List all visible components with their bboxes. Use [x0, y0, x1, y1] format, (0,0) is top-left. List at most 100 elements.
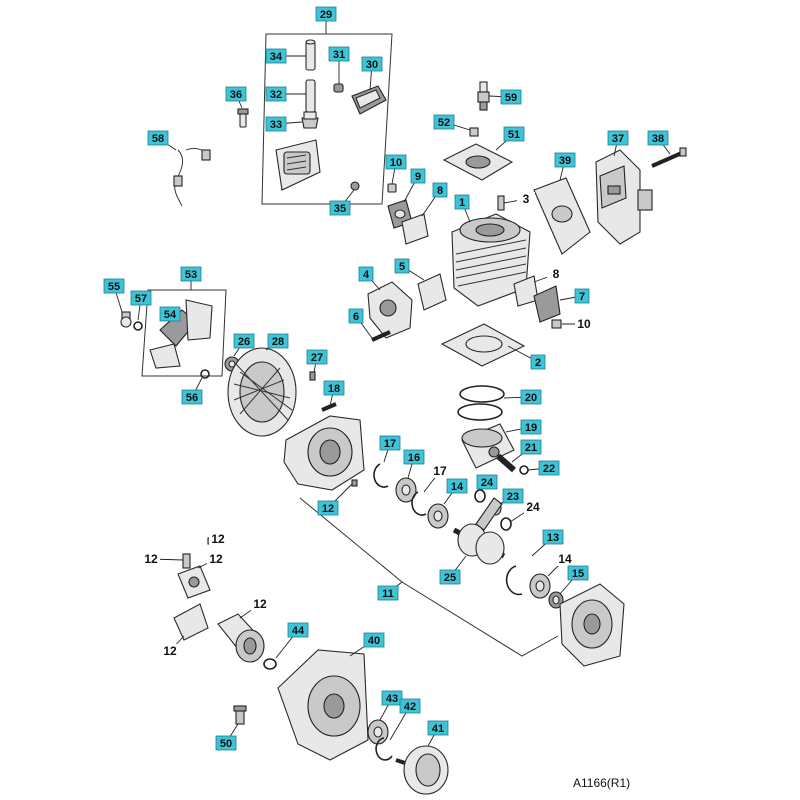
callout-44[interactable]: 44 [275, 622, 309, 659]
callout-4[interactable]: 4 [358, 266, 381, 291]
callout-34[interactable]: 34 [265, 48, 306, 64]
callout-17[interactable]: 17 [379, 435, 401, 463]
callout-32[interactable]: 32 [265, 86, 306, 102]
callout-12[interactable]: 12 [142, 552, 184, 566]
callout-18[interactable]: 18 [323, 380, 345, 407]
screw-part-12-crankcase[interactable] [351, 479, 358, 487]
callout-12[interactable]: 12 [209, 532, 227, 546]
bolt-part-55[interactable] [120, 311, 132, 328]
clutch-drum-part-41[interactable] [395, 745, 449, 795]
callout-30[interactable]: 30 [361, 56, 383, 91]
callout-33[interactable]: 33 [265, 116, 303, 132]
piston-rings-part-20[interactable] [457, 385, 505, 421]
crankshaft-part-25[interactable] [452, 497, 506, 565]
callout-12[interactable]: 12 [317, 483, 353, 516]
callout-41[interactable]: 41 [427, 720, 449, 747]
crankcase-right[interactable] [559, 583, 625, 667]
callout-27[interactable]: 27 [306, 349, 328, 373]
bearing-part-14a[interactable] [427, 503, 449, 529]
key-part-27[interactable] [309, 371, 316, 381]
bearing-part-14b[interactable] [529, 573, 551, 599]
bearing-part-43[interactable] [367, 719, 389, 745]
washer-part-56[interactable] [200, 369, 210, 379]
callout-1[interactable]: 1 [454, 194, 471, 223]
callout-12[interactable]: 12 [161, 635, 185, 658]
callout-51[interactable]: 51 [495, 126, 525, 151]
callout-28[interactable]: 28 [265, 333, 289, 351]
cable-part-58[interactable] [173, 147, 211, 207]
callout-15[interactable]: 15 [559, 565, 589, 595]
gasket-part-51[interactable] [442, 143, 514, 181]
heat-shield-part-39[interactable] [533, 177, 591, 255]
piston-part-19[interactable] [461, 423, 515, 469]
pin-part-34[interactable] [305, 39, 316, 71]
washer-part-57[interactable] [133, 321, 143, 331]
bolt-part-38[interactable] [651, 147, 687, 168]
bolt-part-52[interactable] [469, 127, 479, 137]
callout-25[interactable]: 25 [439, 555, 467, 585]
carburetor-body[interactable] [275, 139, 321, 191]
callout-23[interactable]: 23 [499, 488, 524, 505]
callout-42[interactable]: 42 [389, 698, 421, 741]
bolt-part-50[interactable] [233, 705, 247, 725]
callout-14[interactable]: 14 [547, 552, 574, 577]
lever-part-30[interactable] [351, 85, 387, 115]
gasket-part-8-upper[interactable] [401, 213, 429, 245]
spark-plug-part-59[interactable] [477, 81, 490, 111]
callout-8[interactable]: 8 [533, 267, 565, 283]
circlip-part-17a[interactable] [373, 463, 389, 488]
circlip-part-17b[interactable] [411, 491, 427, 516]
callout-6[interactable]: 6 [348, 308, 373, 339]
coupling-part-12[interactable] [217, 613, 265, 663]
callout-52[interactable]: 52 [433, 114, 471, 131]
insulator-part-7[interactable] [533, 285, 561, 323]
clamp-part-12[interactable] [173, 603, 209, 641]
callout-22[interactable]: 22 [527, 460, 560, 476]
callout-9[interactable]: 9 [403, 168, 426, 203]
callout-10[interactable]: 10 [385, 154, 407, 185]
callout-5[interactable]: 5 [394, 258, 425, 281]
washer-part-24b[interactable] [500, 517, 512, 531]
crankcase-left[interactable] [283, 415, 365, 491]
bolt-part-10-upper[interactable] [387, 183, 397, 193]
callout-14[interactable]: 14 [443, 478, 468, 505]
muffler-part-37[interactable] [595, 149, 653, 245]
callout-16[interactable]: 16 [403, 449, 425, 479]
callout-12[interactable]: 12 [197, 552, 225, 569]
callout-12[interactable]: 12 [239, 597, 269, 619]
callout-3[interactable]: 3 [503, 192, 535, 206]
callout-50[interactable]: 50 [215, 723, 239, 751]
pin-part-32[interactable] [305, 79, 316, 113]
callout-40[interactable]: 40 [349, 632, 385, 657]
spring-part-54[interactable] [149, 299, 213, 369]
callout-20[interactable]: 20 [503, 389, 542, 405]
washer-part-24a[interactable] [474, 489, 486, 503]
screw-part-12-left[interactable] [182, 553, 191, 569]
screw-part-31[interactable] [333, 83, 344, 93]
callout-21[interactable]: 21 [511, 439, 542, 463]
callout-17[interactable]: 17 [423, 464, 449, 493]
throttle-housing-part[interactable] [177, 565, 211, 599]
callout-19[interactable]: 19 [505, 419, 542, 435]
callout-10[interactable]: 10 [562, 317, 593, 331]
callout-38[interactable]: 38 [647, 130, 671, 155]
callout-31[interactable]: 31 [328, 46, 350, 84]
callout-43[interactable]: 43 [379, 690, 403, 721]
callout-35[interactable]: 35 [329, 189, 355, 216]
callout-7[interactable]: 7 [559, 288, 590, 304]
gasket-part-5[interactable] [417, 273, 447, 311]
callout-58[interactable]: 58 [147, 130, 177, 151]
nut-part-35[interactable] [350, 181, 360, 191]
bolt-part-10-lower[interactable] [551, 319, 562, 329]
flywheel-part-28[interactable] [227, 347, 297, 437]
callout-55[interactable]: 55 [103, 278, 125, 313]
piston-pin-part-21[interactable] [496, 453, 516, 473]
bearing-part-16[interactable] [395, 477, 417, 503]
cylinder-part-1[interactable] [451, 213, 531, 307]
callout-53[interactable]: 53 [180, 266, 202, 282]
bushing-part-33[interactable] [301, 111, 319, 129]
bolt-part-36[interactable] [237, 108, 249, 128]
callout-56[interactable]: 56 [181, 377, 203, 405]
callout-8[interactable]: 8 [421, 182, 448, 217]
circlip-part-22[interactable] [519, 465, 529, 475]
